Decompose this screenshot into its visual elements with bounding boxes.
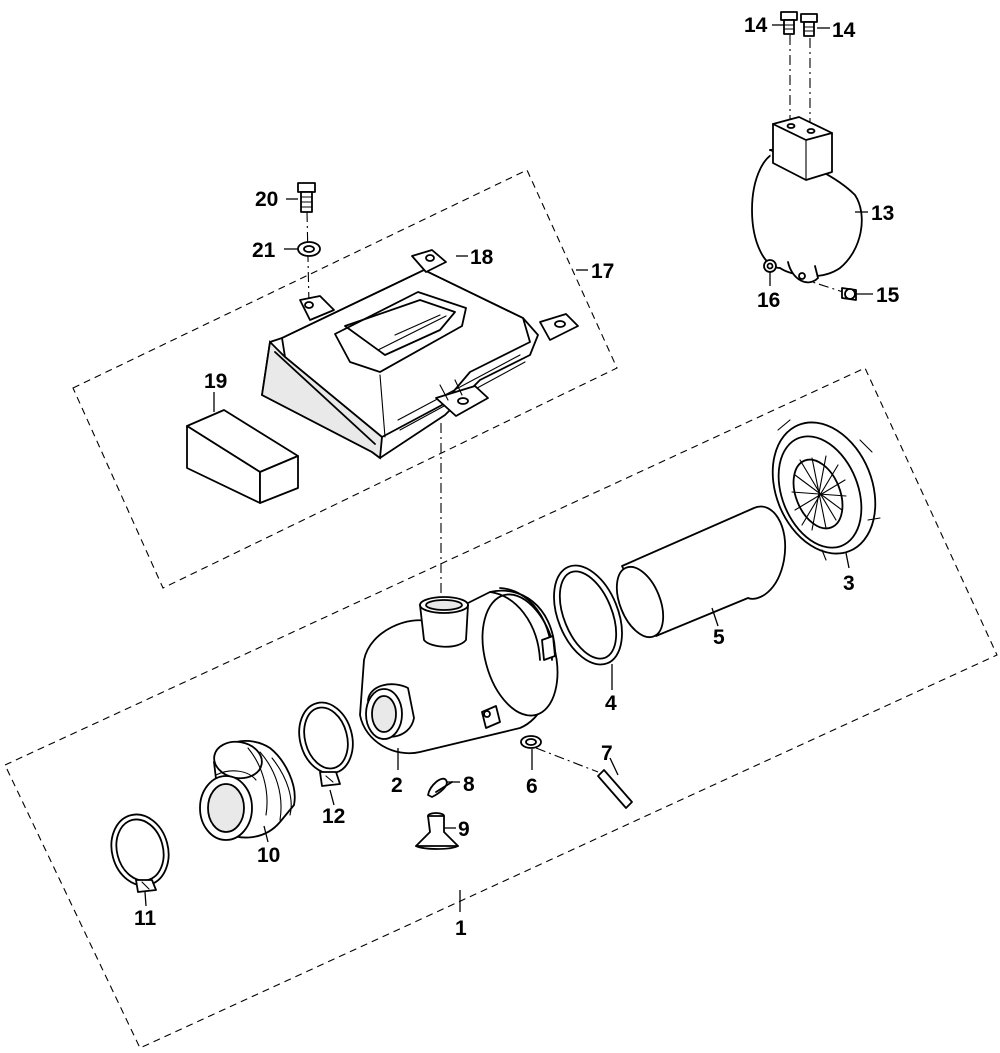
callout-20: 20 (255, 188, 278, 211)
callout-11: 11 (134, 907, 157, 930)
callout-4: 4 (605, 692, 617, 715)
bolt-15 (841, 287, 857, 301)
intake-cover-18 (261, 249, 579, 460)
callout-14-left: 14 (744, 14, 768, 37)
bolt-14-right (800, 13, 818, 37)
callout-8: 8 (463, 773, 475, 796)
bolt-20 (297, 182, 316, 213)
intake-hose-10 (199, 740, 296, 841)
callout-15: 15 (876, 284, 900, 307)
callout-7: 7 (601, 742, 613, 765)
clip-6 (520, 735, 542, 749)
washer-21 (297, 241, 321, 257)
callout-12: 12 (322, 805, 345, 828)
centerline-20-21 (306, 211, 310, 306)
callout-2: 2 (391, 774, 403, 797)
bolt-14-left (780, 11, 798, 35)
callout-14-right: 14 (832, 19, 856, 42)
callout-13: 13 (871, 202, 894, 225)
centerline-6-7 (535, 747, 599, 773)
callout-16: 16 (757, 289, 780, 312)
pin-7 (597, 769, 633, 809)
assembly-1-boundary (4, 367, 998, 1049)
indicator-8 (427, 777, 453, 798)
callout-9: 9 (458, 818, 470, 841)
callout-6: 6 (526, 775, 538, 798)
vacuator-valve-9 (415, 812, 459, 850)
filter-element-5 (615, 505, 787, 639)
callout-17: 17 (591, 260, 614, 283)
hose-clamp-11 (110, 813, 170, 893)
seal-ring-4 (553, 564, 623, 666)
hose-clamp-12 (298, 701, 354, 787)
housing-2 (359, 587, 559, 755)
callout-19: 19 (204, 370, 227, 393)
assembly-17-boundary (72, 169, 618, 589)
callout-18: 18 (470, 246, 494, 269)
foam-block-19 (186, 409, 299, 504)
washer-16 (763, 259, 777, 273)
callout-5: 5 (713, 626, 725, 649)
callout-10: 10 (257, 844, 280, 867)
end-cap-3 (771, 419, 881, 561)
mounting-band-13 (751, 116, 863, 284)
callout-1: 1 (455, 917, 467, 940)
callout-21: 21 (252, 239, 276, 262)
callout-3: 3 (843, 572, 855, 595)
